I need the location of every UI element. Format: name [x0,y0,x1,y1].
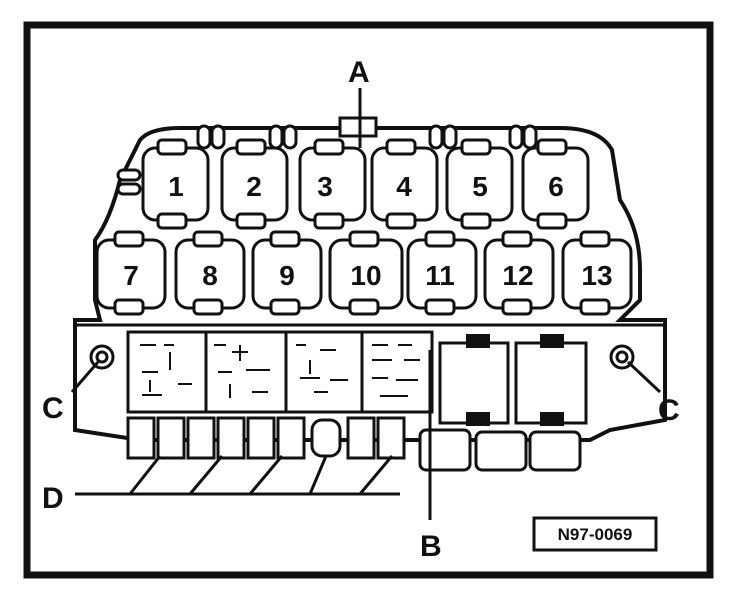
leader-c-left [70,361,100,393]
callout-a: A [348,56,370,89]
relay-row-top: 1 2 3 4 5 6 [141,138,590,230]
top-pegs [116,124,538,196]
relay-row-bottom: 7 8 9 10 11 12 [95,230,633,316]
screw-right [609,344,635,370]
relay-13: 13 [561,230,633,316]
relay-7: 7 [95,230,167,316]
relay-label: 9 [279,260,295,291]
relay-label: 4 [396,171,412,202]
relay-8: 8 [174,230,246,316]
relay-3: 3 [298,138,367,230]
reference-box: N97-0069 [532,516,658,552]
fuse-row [126,416,406,460]
relay-6: 6 [521,138,590,230]
callout-d: D [42,482,64,515]
relay-2: 2 [220,138,289,230]
relay-11: 11 [406,230,478,316]
relay-9: 9 [251,230,323,316]
callout-c-left: C [42,392,64,425]
relay-label: 8 [202,260,218,291]
relay-label: 7 [123,260,139,291]
relay-1: 1 [141,138,210,230]
relay-label: 2 [246,171,262,202]
relay-label: 3 [317,171,333,202]
relay-12: 12 [483,230,555,316]
relay-4: 4 [370,138,439,230]
relay-label: 11 [425,260,455,291]
relay-label: 10 [350,260,381,291]
relay-label: 6 [548,171,564,202]
callout-b: B [420,530,442,563]
relay-5: 5 [445,138,514,230]
fuse-block [126,330,434,414]
relay-label: 13 [581,260,612,291]
leader-c-right [626,360,662,394]
connector-modules [438,334,588,426]
relay-label: 12 [502,260,533,291]
callout-c-right: C [658,394,680,427]
relay-label: 1 [168,171,184,202]
relay-10: 10 [328,230,404,316]
reference-code: N97-0069 [558,525,633,544]
leader-d [75,455,400,496]
top-clip [338,116,378,138]
bottom-connectors [418,428,582,472]
relay-label: 5 [472,171,488,202]
